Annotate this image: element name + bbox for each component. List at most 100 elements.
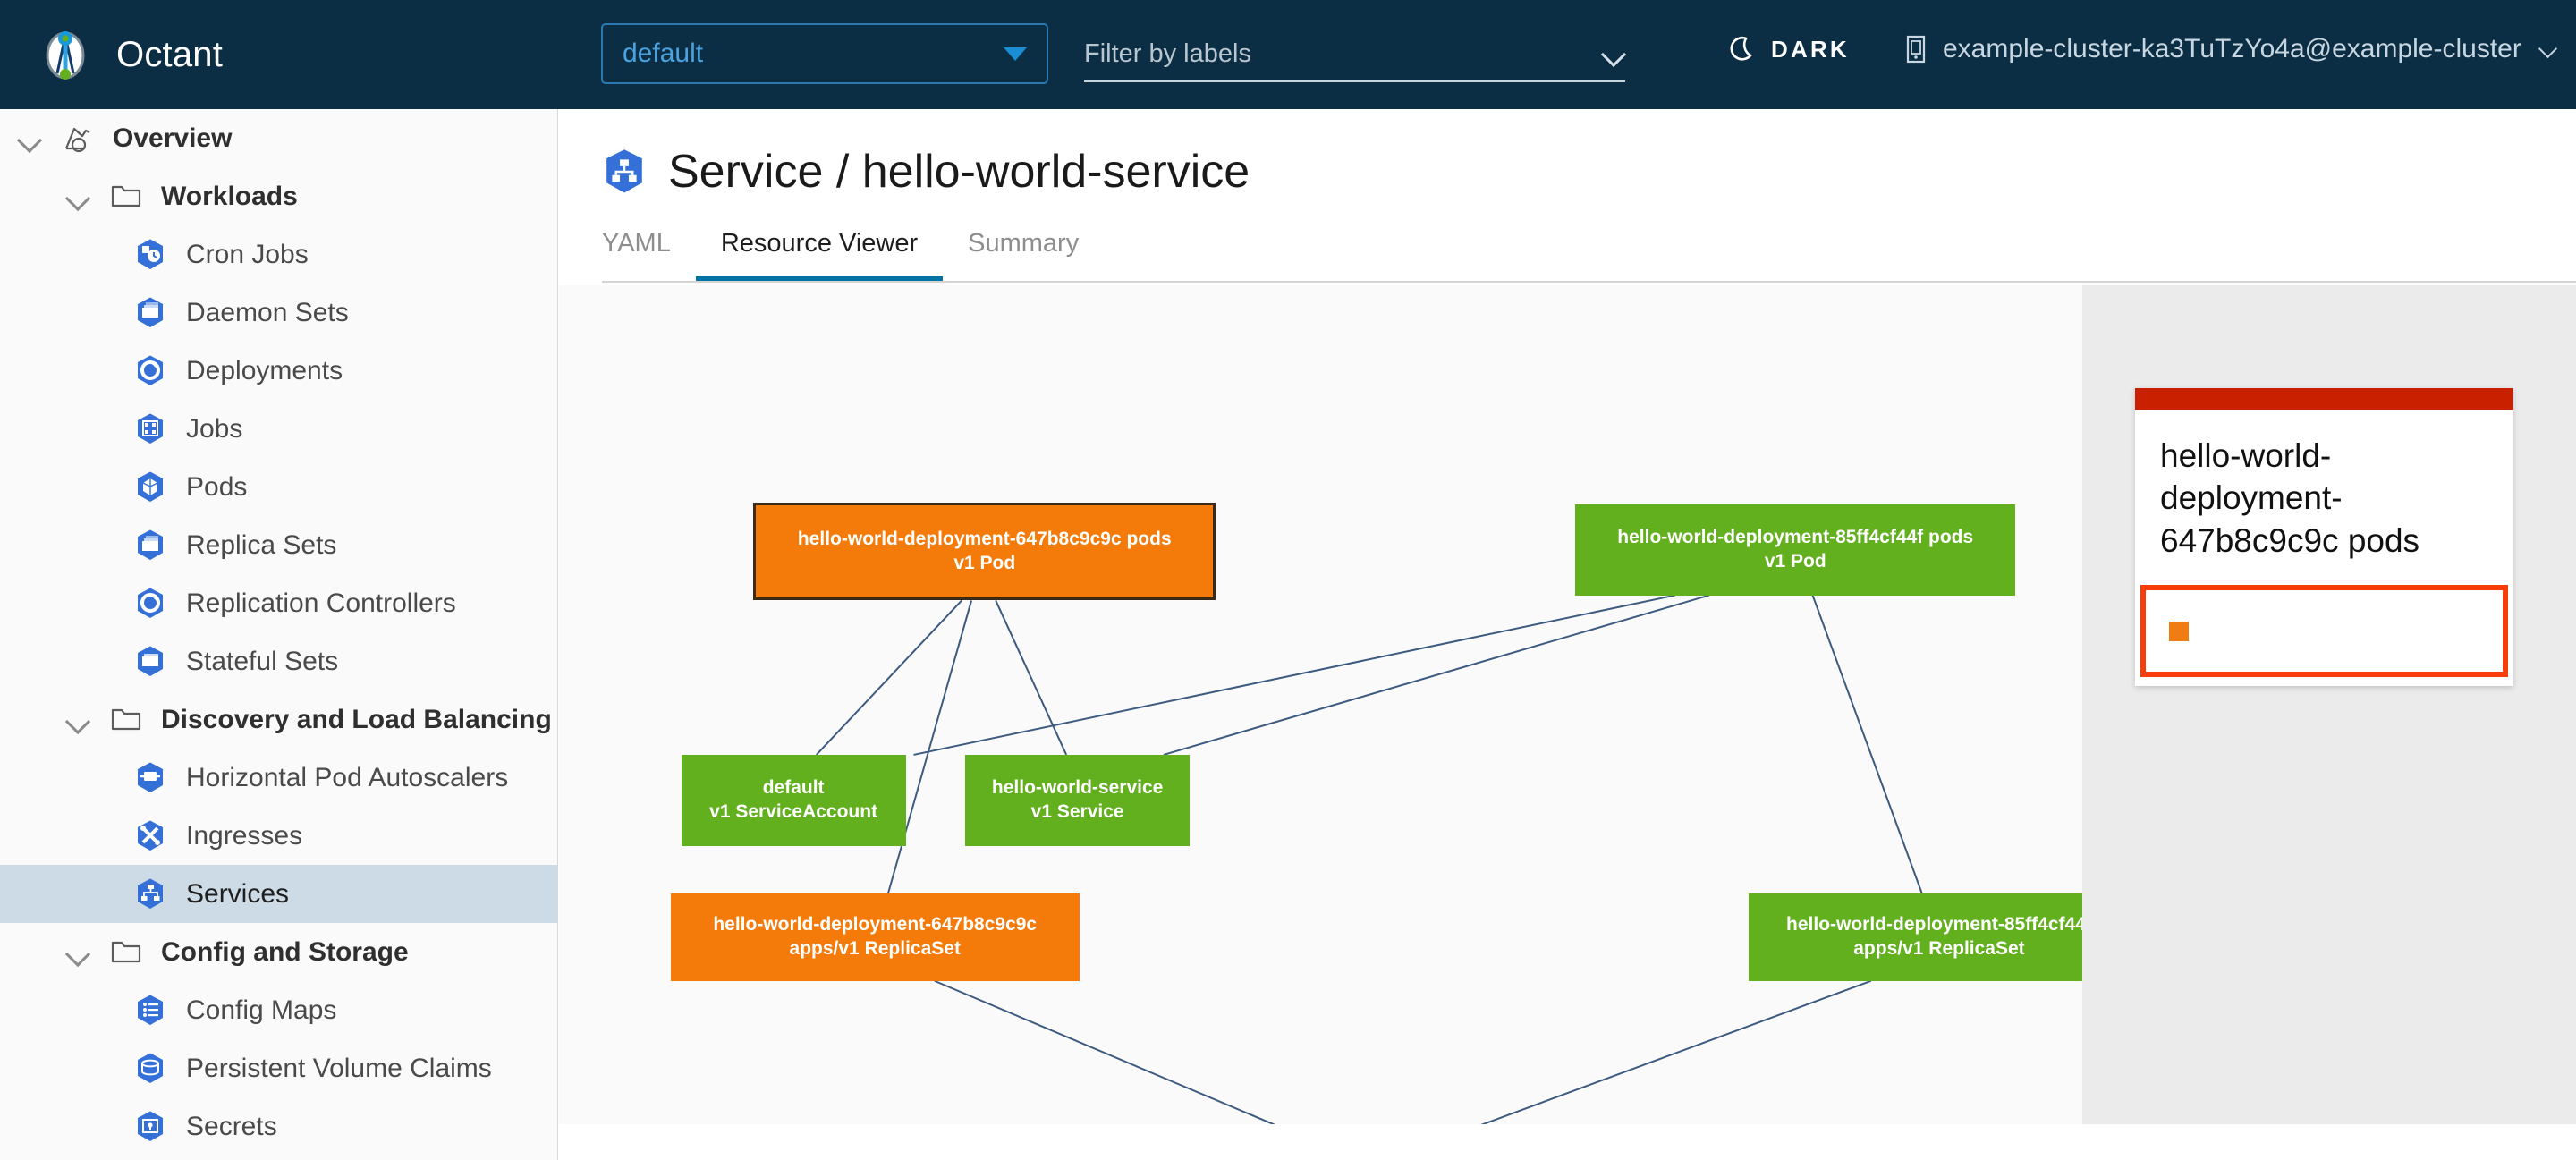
folder-icon: [111, 939, 141, 966]
tab-yaml[interactable]: YAML: [602, 229, 671, 258]
graph-node-name: hello-world-deployment-647b8c9c9c pods: [797, 528, 1172, 549]
chevron-down-icon[interactable]: [16, 125, 43, 152]
sidebar-item-pods[interactable]: Pods: [0, 458, 557, 516]
top-navigation-bar: Octant default Filter by labels DARK: [0, 0, 2576, 109]
sidebar-item-horizontal-pod-autoscalers[interactable]: Horizontal Pod Autoscalers: [0, 749, 557, 807]
sidebar-item-persistent-volume-claims[interactable]: Persistent Volume Claims: [0, 1039, 557, 1097]
graph-node-name: hello-world-deployment-85ff4cf44f: [1786, 913, 2082, 935]
sidebar-item-services[interactable]: Services: [0, 865, 557, 923]
graph-node-kind: apps/v1 ReplicaSet: [1853, 937, 2025, 959]
status-dot-icon: [2169, 621, 2189, 641]
sidebar-item-workloads[interactable]: Workloads: [0, 167, 557, 225]
sidebar-item-label: Deployments: [186, 355, 343, 385]
replicaset-icon: [134, 529, 166, 563]
cluster-context-selector[interactable]: example-cluster-ka3TuTzYo4a@example-clus…: [1903, 34, 2557, 64]
graph-node-name: hello-world-deployment-647b8c9c9c: [713, 913, 1038, 935]
overview-icon: [63, 125, 93, 152]
sidebar-item-secrets[interactable]: Secrets: [0, 1097, 557, 1156]
detail-panel: hello-world-deployment-647b8c9c9c pods: [2082, 285, 2576, 1124]
page-header: Service / hello-world-service: [559, 109, 2576, 199]
sidebar-item-label: Replication Controllers: [186, 588, 456, 618]
sidebar-item-label: Overview: [113, 123, 233, 153]
page-title: Service / hello-world-service: [668, 146, 1250, 198]
sidebar-item-overview[interactable]: Overview: [0, 109, 557, 167]
graph-edge: [1480, 979, 1872, 1124]
namespace-select[interactable]: default: [601, 23, 1048, 84]
sidebar-item-label: Discovery and Load Balancing: [161, 704, 552, 734]
theme-toggle-label: DARK: [1771, 35, 1850, 63]
graph-node-kind: v1 Pod: [1764, 550, 1826, 572]
chevron-down-icon[interactable]: [1602, 42, 1625, 65]
job-icon: [134, 412, 166, 446]
sidebar-item-label: Services: [186, 878, 290, 909]
detail-card: hello-world-deployment-647b8c9c9c pods: [2135, 388, 2513, 687]
sidebar-item-replication-controllers[interactable]: Replication Controllers: [0, 574, 557, 632]
detail-status-box[interactable]: [2140, 585, 2508, 678]
cluster-context-label: example-cluster-ka3TuTzYo4a@example-clus…: [1943, 34, 2521, 64]
cluster-icon: [1903, 34, 1928, 64]
sidebar-item-deployments[interactable]: Deployments: [0, 342, 557, 400]
tab-summary[interactable]: Summary: [968, 229, 1080, 258]
configmap-icon: [134, 994, 166, 1028]
graph-node-kind: v1 Pod: [953, 552, 1016, 573]
sidebar-item-daemon-sets[interactable]: Daemon Sets: [0, 284, 557, 342]
tab-bar-rule: [602, 281, 2576, 283]
sidebar-item-label: Horizontal Pod Autoscalers: [186, 762, 509, 792]
chevron-down-icon[interactable]: [64, 939, 91, 966]
tab-resource-viewer[interactable]: Resource Viewer: [695, 229, 944, 283]
graph-node-kind: v1 ServiceAccount: [709, 800, 878, 822]
sidebar-item-cron-jobs[interactable]: Cron Jobs: [0, 225, 557, 284]
replicationcontroller-icon: [134, 587, 166, 621]
theme-toggle[interactable]: DARK: [1728, 34, 1850, 64]
sidebar-item-label: Persistent Volume Claims: [186, 1053, 492, 1083]
sidebar-item-stateful-sets[interactable]: Stateful Sets: [0, 632, 557, 690]
detail-accent-bar: [2135, 388, 2513, 410]
resource-graph-canvas[interactable]: hello-world-deployment-647b8c9c9c pods v1…: [559, 285, 2082, 1124]
sidebar-item-discovery-and-load-balancing[interactable]: Discovery and Load Balancing: [0, 690, 557, 749]
chevron-down-icon[interactable]: [64, 183, 91, 210]
caret-down-icon: [1004, 47, 1027, 61]
sidebar-item-jobs[interactable]: Jobs: [0, 400, 557, 458]
daemonset-icon: [134, 296, 166, 330]
service-icon: [602, 148, 647, 195]
service-icon: [134, 877, 166, 911]
sidebar-item-ingresses[interactable]: Ingresses: [0, 807, 557, 865]
chevron-down-icon: [2539, 40, 2557, 58]
tab-bar: YAML Resource Viewer Summary: [559, 229, 2576, 283]
chevron-down-icon[interactable]: [64, 707, 91, 733]
graph-node-name: default: [762, 776, 825, 798]
label-filter-input[interactable]: Filter by labels: [1084, 27, 1625, 82]
sidebar-item-label: Workloads: [161, 181, 298, 211]
sidebar-item-label: Config Maps: [186, 995, 337, 1025]
sidebar-item-config-maps[interactable]: Config Maps: [0, 981, 557, 1039]
graph-edges: [816, 594, 1923, 1124]
sidebar-item-label: Stateful Sets: [186, 646, 339, 676]
sidebar-item-label: Secrets: [186, 1111, 277, 1141]
graph-edge: [1163, 594, 1710, 756]
sidebar-item-label: Daemon Sets: [186, 297, 349, 327]
graph-node-pod-647b8c9c9c[interactable]: hello-world-deployment-647b8c9c9c pods v1…: [753, 502, 1216, 601]
brand-name: Octant: [116, 34, 224, 74]
graph-edge: [1811, 595, 1923, 894]
sidebar-item-config-and-storage[interactable]: Config and Storage: [0, 923, 557, 981]
sidebar-item-replica-sets[interactable]: Replica Sets: [0, 516, 557, 574]
main-content: Service / hello-world-service YAML Resour…: [559, 109, 2576, 1160]
graph-node-kind: apps/v1 ReplicaSet: [789, 937, 961, 959]
statefulset-icon: [134, 645, 166, 679]
sidebar-item-label: Jobs: [186, 413, 243, 444]
graph-edge: [886, 600, 973, 894]
detail-title: hello-world-deployment-647b8c9c9c pods: [2160, 437, 2420, 559]
brand[interactable]: Octant: [0, 27, 556, 82]
hpa-icon: [134, 761, 166, 795]
sidebar-item-label: Config and Storage: [161, 936, 409, 967]
ingress-icon: [134, 819, 166, 853]
deployment-icon: [134, 354, 166, 388]
pvc-icon: [134, 1052, 166, 1086]
